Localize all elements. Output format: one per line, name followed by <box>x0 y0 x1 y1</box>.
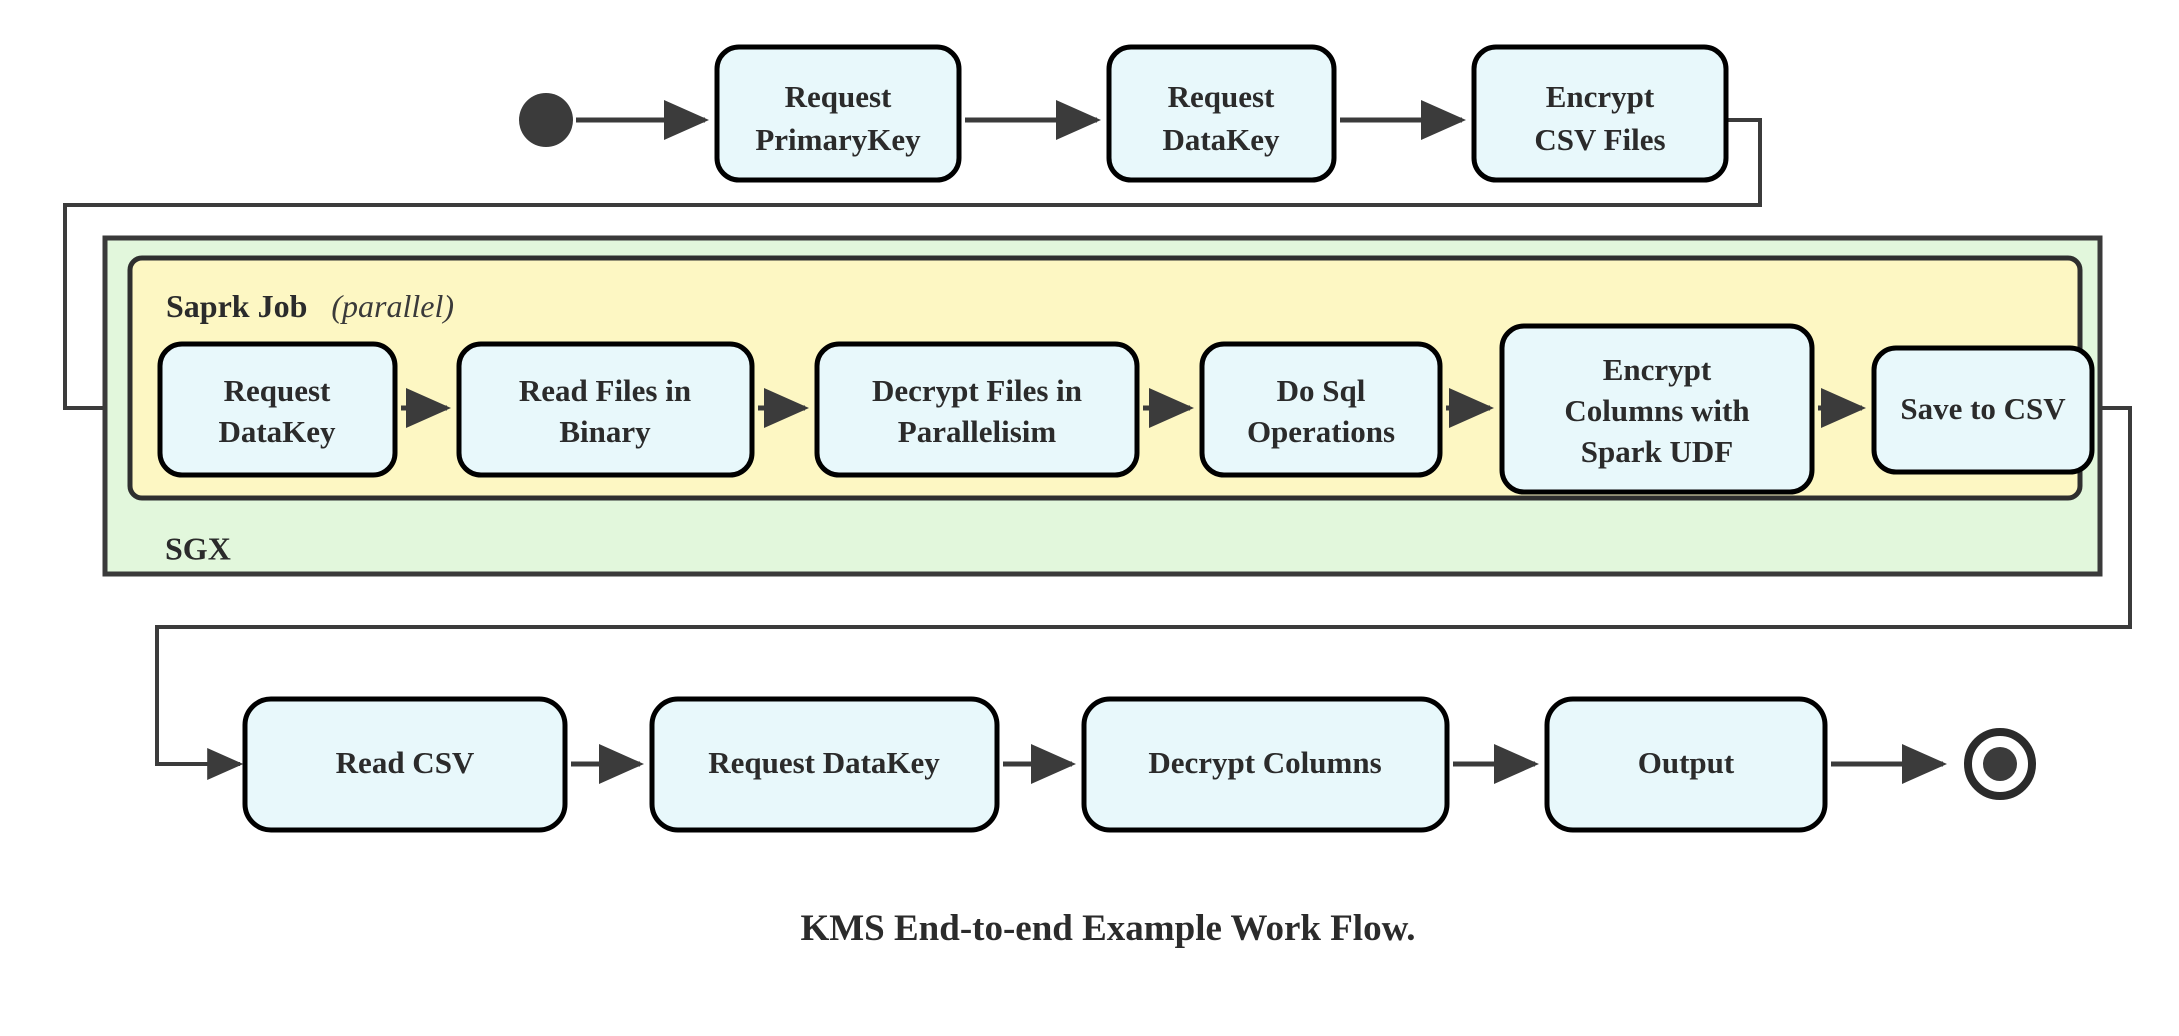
node-read-files-in-binary-line2: Binary <box>559 414 651 449</box>
node-decrypt-files-line2: Parallelisim <box>898 414 1057 449</box>
node-output-line1: Output <box>1638 745 1735 780</box>
node-save-to-csv[interactable]: Save to CSV <box>1871 345 2095 475</box>
node-decrypt-files-line1: Decrypt Files in <box>872 373 1082 408</box>
node-decrypt-columns[interactable]: Decrypt Columns <box>1081 696 1450 833</box>
node-do-sql-line1: Do Sql <box>1277 373 1366 408</box>
node-request-datakey-top-line2: DataKey <box>1162 122 1280 157</box>
node-decrypt-files-in-parallelisim[interactable]: Decrypt Files in Parallelisim <box>814 341 1140 478</box>
group-spark-qualifier: (parallel) <box>331 288 454 324</box>
node-request-datakey-top-line1: Request <box>1168 79 1275 114</box>
edge-encryptcsv-to-sparkstart <box>63 118 1762 424</box>
node-request-datakey-spark-line2: DataKey <box>218 414 336 449</box>
node-request-primarykey-line1: Request <box>785 79 892 114</box>
node-do-sql-operations[interactable]: Do Sql Operations <box>1199 341 1443 478</box>
node-read-files-in-binary-line1: Read Files in <box>519 373 691 408</box>
node-encrypt-columns-with-spark-udf[interactable]: Encrypt Columns with Spark UDF <box>1499 323 1815 495</box>
node-request-datakey-spark-line1: Request <box>224 373 331 408</box>
node-request-datakey-bottom-line1: Request DataKey <box>708 745 940 780</box>
node-encrypt-csv-files-line2: CSV Files <box>1534 122 1665 157</box>
node-encrypt-columns-line3: Spark UDF <box>1581 434 1733 469</box>
node-encrypt-csv-files[interactable]: Encrypt CSV Files <box>1471 44 1729 183</box>
node-encrypt-columns-line2: Columns with <box>1564 393 1749 428</box>
node-read-files-in-binary[interactable]: Read Files in Binary <box>456 341 755 478</box>
node-request-datakey-bottom[interactable]: Request DataKey <box>649 696 1000 833</box>
node-output[interactable]: Output <box>1544 696 1828 833</box>
diagram-caption: KMS End-to-end Example Work Flow. <box>800 908 1415 949</box>
group-sgx-label: SGX <box>165 530 231 566</box>
node-request-primarykey[interactable]: Request PrimaryKey <box>714 44 962 183</box>
node-read-csv[interactable]: Read CSV <box>242 696 568 833</box>
node-read-csv-line1: Read CSV <box>336 745 475 780</box>
node-save-to-csv-line1: Save to CSV <box>1900 391 2066 426</box>
node-request-primarykey-line2: PrimaryKey <box>755 122 921 157</box>
node-decrypt-columns-line1: Decrypt Columns <box>1148 745 1381 780</box>
node-encrypt-csv-files-line1: Encrypt <box>1546 79 1655 114</box>
node-request-datakey-spark[interactable]: Request DataKey <box>157 341 398 478</box>
edge-savetocsv-to-readcsv <box>155 406 2132 780</box>
start-node <box>519 93 573 147</box>
group-spark-label: Saprk Job <box>166 288 307 324</box>
group-spark-label-wrap: Saprk Job (parallel) <box>166 288 454 324</box>
node-request-datakey-top[interactable]: Request DataKey <box>1106 44 1337 183</box>
node-encrypt-columns-line1: Encrypt <box>1603 352 1712 387</box>
end-node <box>1964 728 2036 800</box>
node-do-sql-line2: Operations <box>1247 414 1395 449</box>
